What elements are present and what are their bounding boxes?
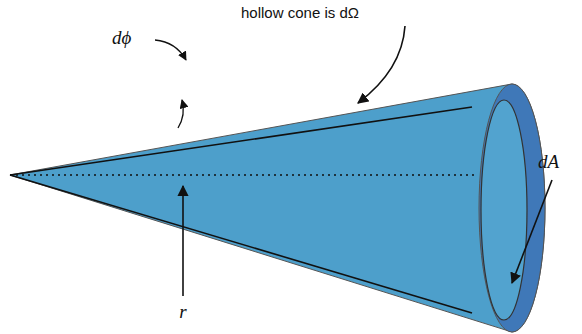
leader-line [358,26,405,103]
ring-outer [479,84,545,332]
cone-edge [10,175,472,313]
ring-inner [481,100,527,320]
cone-axis [10,174,478,176]
angle-label: dϕ [112,28,131,49]
area-label: dA [538,152,559,173]
title-label: hollow cone is dΩ [241,5,359,22]
leader-line [155,40,186,60]
leader-line [182,186,184,296]
cone-edge [10,107,472,175]
leader-line [512,180,552,283]
cone-body [10,84,545,332]
angle-arrow [178,100,183,128]
radius-label: r [179,302,186,323]
